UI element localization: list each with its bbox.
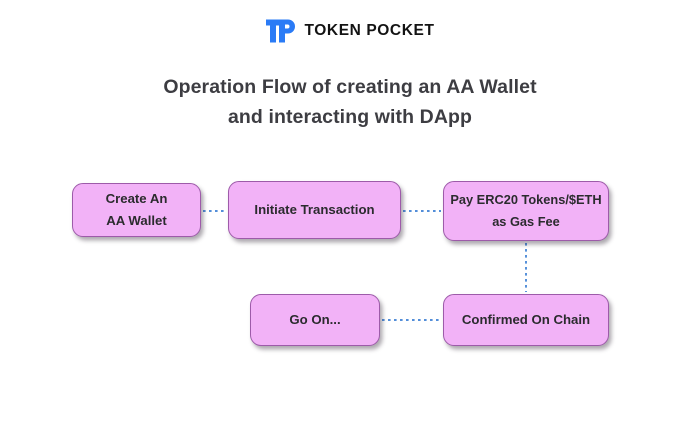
tokenpocket-tp-logo-icon: [266, 19, 296, 43]
flow-node-initiate-transaction[interactable]: Initiate Transaction: [228, 181, 401, 239]
flow-node-pay-gas-fee[interactable]: Pay ERC20 Tokens/$ETH as Gas Fee: [443, 181, 609, 241]
brand-header: TOKEN POCKET: [0, 16, 700, 46]
brand-name: TOKEN POCKET: [304, 22, 435, 40]
page-title-line-2: and interacting with DApp: [227, 106, 473, 128]
flow-node-create-aa-wallet[interactable]: Create An AA Wallet: [72, 183, 201, 237]
flow-node-confirmed-on-chain[interactable]: Confirmed On Chain: [443, 294, 609, 346]
flow-node-go-on[interactable]: Go On...: [250, 294, 380, 346]
page-title-line-1: Operation Flow of creating an AA Wallet: [163, 76, 537, 98]
page-title: Operation Flow of creating an AA Wallet …: [0, 72, 700, 132]
